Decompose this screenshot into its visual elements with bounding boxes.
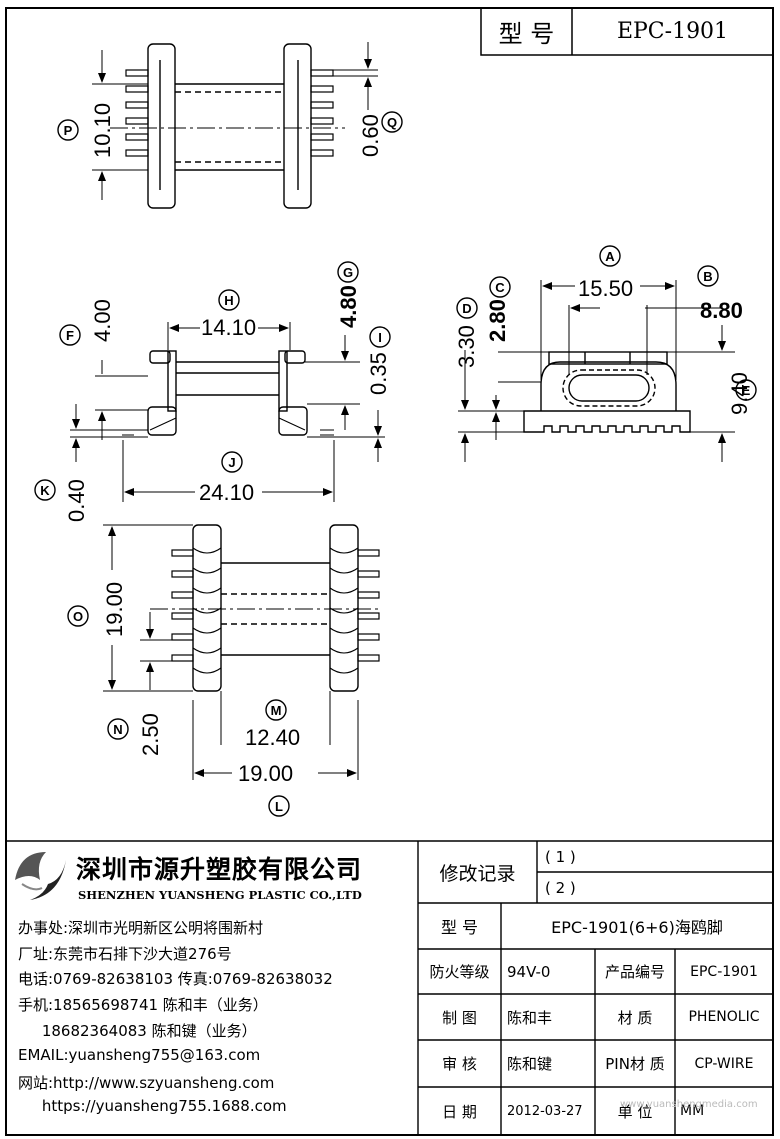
company-name-en: SHENZHEN YUANSHENG PLASTIC CO.,LTD	[78, 888, 362, 902]
header-model-label: 型 号	[498, 20, 555, 48]
label-letter-p: P	[64, 123, 73, 138]
label-circle-n	[107, 718, 129, 740]
website-1[interactable]: 网站:http://www.szyuansheng.com	[18, 1074, 275, 1092]
label-letter-k: K	[40, 483, 50, 498]
dim-B: 8.80	[700, 298, 743, 323]
dim-M: 12.40	[245, 725, 300, 750]
dim-G: 4.80	[336, 285, 361, 328]
label-letter-d: D	[462, 301, 471, 316]
circle-labels: P Q H G F I J K A B C D E O N M L	[34, 111, 757, 817]
label-circle-p	[57, 119, 79, 141]
label-circle-l	[268, 795, 290, 817]
dim-L: 19.00	[238, 761, 293, 786]
email[interactable]: EMAIL:yuansheng755@163.com	[18, 1046, 261, 1064]
label-letter-q: Q	[387, 115, 397, 130]
unit-label: 单 位	[617, 1102, 653, 1121]
header-model-value: EPC-1901	[616, 19, 729, 44]
label-circle-g	[337, 261, 359, 283]
material-value: PHENOLIC	[688, 1009, 760, 1025]
dim-Q: 0.60	[358, 114, 383, 157]
side-view	[70, 322, 385, 502]
reviewed-by-value: 陈和键	[507, 1055, 553, 1073]
date-label: 日 期	[442, 1102, 477, 1121]
mobile-1: 手机:18565698741 陈和丰（业务）	[18, 996, 268, 1014]
product-no-value: EPC-1901	[690, 963, 758, 980]
label-circle-j	[221, 451, 243, 473]
label-circle-e	[735, 379, 757, 401]
end-view	[458, 280, 735, 462]
label-circle-o	[67, 605, 89, 627]
mobile-2: 18682364083 陈和键（业务）	[18, 1022, 257, 1040]
date-value: 2012-03-27	[507, 1103, 583, 1119]
dim-J: 24.10	[199, 480, 254, 505]
dim-P: 10.10	[90, 103, 115, 158]
bottom-view	[103, 524, 380, 780]
label-letter-c: C	[495, 280, 505, 295]
label-letter-l: L	[275, 799, 283, 814]
product-no-label: 产品编号	[604, 963, 665, 981]
phone-fax: 电话:0769-82638103 传真:0769-82638032	[18, 970, 333, 988]
drawn-by-value: 陈和丰	[507, 1008, 553, 1027]
dim-H: 14.10	[201, 315, 256, 340]
dim-N: 2.50	[138, 713, 163, 756]
label-letter-m: M	[271, 703, 282, 718]
label-letter-f: F	[66, 328, 74, 343]
label-circle-b	[697, 265, 719, 287]
label-letter-j: J	[228, 455, 235, 470]
dim-A: 15.50	[578, 276, 633, 301]
label-circle-q	[381, 111, 403, 133]
label-letter-i: I	[378, 330, 382, 345]
label-letter-b: B	[703, 269, 712, 284]
office-address: 办事处:深圳市光明新区公明将围新村	[18, 919, 264, 937]
pin-material-label: PIN材 质	[605, 1055, 665, 1073]
fire-rating-label: 防火等级	[429, 963, 490, 981]
label-circle-c	[489, 276, 511, 298]
watermark: www.yuanshengmedia.com	[620, 1099, 758, 1110]
dim-C: 2.80	[485, 299, 510, 342]
revision-2: ( 2 )	[545, 878, 576, 897]
company-logo	[15, 852, 66, 900]
label-circle-h	[218, 289, 240, 311]
revision-label: 修改记录	[439, 862, 516, 885]
header-box	[480, 7, 774, 56]
label-letter-g: G	[343, 265, 353, 280]
label-circle-a	[599, 245, 621, 267]
material-label: 材 质	[617, 1008, 653, 1027]
title-block	[6, 840, 773, 1135]
revision-1: ( 1 )	[545, 847, 576, 866]
dim-E: 9.40	[727, 372, 752, 415]
label-letter-a: A	[605, 249, 615, 264]
label-circle-k	[34, 479, 56, 501]
company-name: 深圳市源升塑胶有限公司	[76, 855, 363, 884]
website-2[interactable]: https://yuansheng755.1688.com	[18, 1097, 287, 1115]
label-circle-m	[265, 699, 287, 721]
dimension-texts: 10.10 0.60 14.10 4.80 4.00 0.35 24.10 0.…	[64, 103, 752, 786]
label-circle-f	[59, 324, 81, 346]
label-circle-i	[369, 326, 391, 348]
label-letter-h: H	[224, 293, 233, 308]
unit-value: MM	[680, 1103, 705, 1119]
factory-address: 厂址:东莞市石排下沙大道276号	[18, 945, 232, 963]
reviewed-by-label: 审 核	[442, 1055, 477, 1073]
label-letter-n: N	[113, 722, 122, 737]
drawing-frame	[5, 7, 774, 1136]
model-label: 型 号	[440, 918, 479, 937]
drawn-by-label: 制 图	[442, 1008, 477, 1027]
dim-F: 4.00	[90, 299, 115, 342]
pin-material-value: CP-WIRE	[694, 1055, 754, 1072]
dim-D: 3.30	[454, 325, 479, 368]
dim-K: 0.40	[64, 479, 89, 522]
dim-O: 19.00	[102, 582, 127, 637]
fire-rating-value: 94V-0	[507, 962, 551, 981]
dim-I: 0.35	[366, 352, 391, 395]
label-letter-o: O	[73, 609, 83, 624]
model-value: EPC-1901(6+6)海鸥脚	[551, 918, 723, 937]
label-circle-d	[456, 297, 478, 319]
top-view	[92, 42, 378, 209]
label-letter-e: E	[742, 383, 751, 398]
